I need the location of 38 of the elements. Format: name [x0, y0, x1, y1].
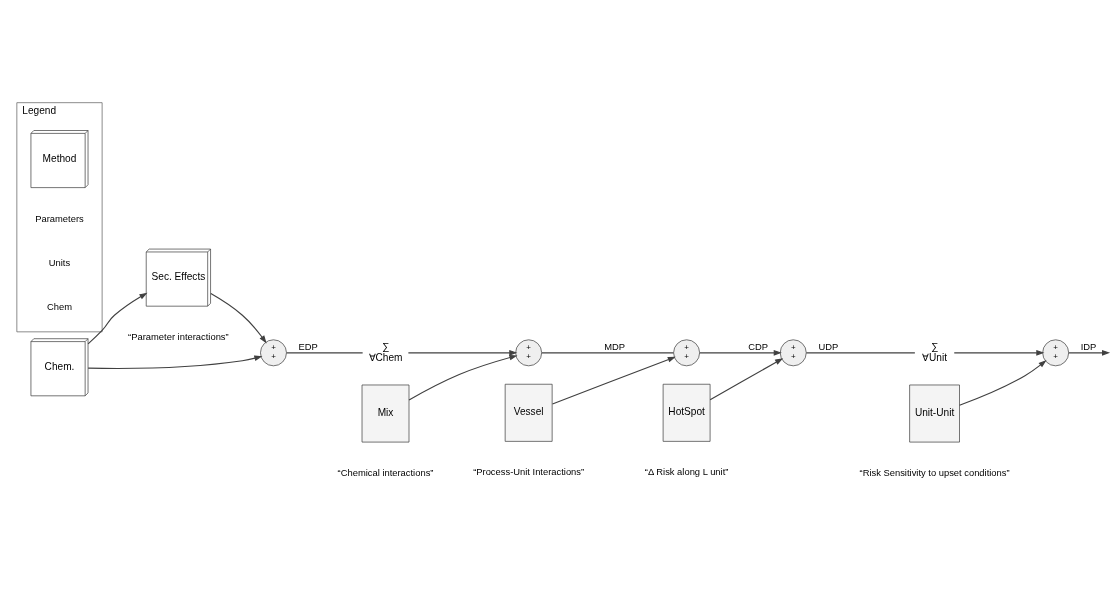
edge-label: MDP [604, 340, 626, 352]
node-label: Chem [46, 300, 72, 312]
edge-label: UDP [818, 340, 839, 352]
node-label: Units [48, 256, 71, 268]
node-box: Mix [361, 384, 410, 442]
arrow [959, 359, 1047, 406]
edge-label: EDP [298, 340, 318, 352]
arrow [1068, 349, 1111, 356]
node-label: “Δ Risk along L unit” [644, 465, 729, 477]
node-circle: + + [515, 338, 543, 366]
node-circle: + + [260, 338, 287, 366]
node-label: “Risk Sensitivity to upset conditions” [859, 466, 1010, 478]
node-label: Parameters [35, 212, 84, 224]
edge-label: IDP [1080, 340, 1097, 352]
node-circle: + + [1042, 338, 1070, 366]
arrow [709, 357, 784, 400]
arrow [699, 349, 782, 356]
node-label: “Process-Unit Interactions” [473, 465, 585, 477]
node-box: Unit-Unit [909, 384, 960, 442]
arrow [87, 292, 148, 344]
arrow [210, 292, 267, 343]
connector [805, 351, 916, 353]
edge-label: CDP [748, 340, 769, 352]
arrow [87, 355, 263, 369]
connector [541, 351, 675, 353]
node-label: “Chemical interactions” [337, 466, 434, 478]
arrow [551, 356, 676, 405]
connector [286, 351, 364, 353]
arrow [953, 349, 1045, 356]
arrow [407, 349, 518, 356]
node-box: HotSpot [662, 383, 711, 442]
node-text: ∑ ∀Unit [922, 340, 948, 363]
node-text: ∑ ∀Chem [368, 340, 403, 363]
arrow [408, 354, 518, 400]
node-circle: + + [779, 338, 807, 366]
node-label: “Parameter interactions” [128, 330, 229, 342]
node-circle: + + [673, 338, 700, 366]
node-box: Vessel [504, 383, 553, 442]
